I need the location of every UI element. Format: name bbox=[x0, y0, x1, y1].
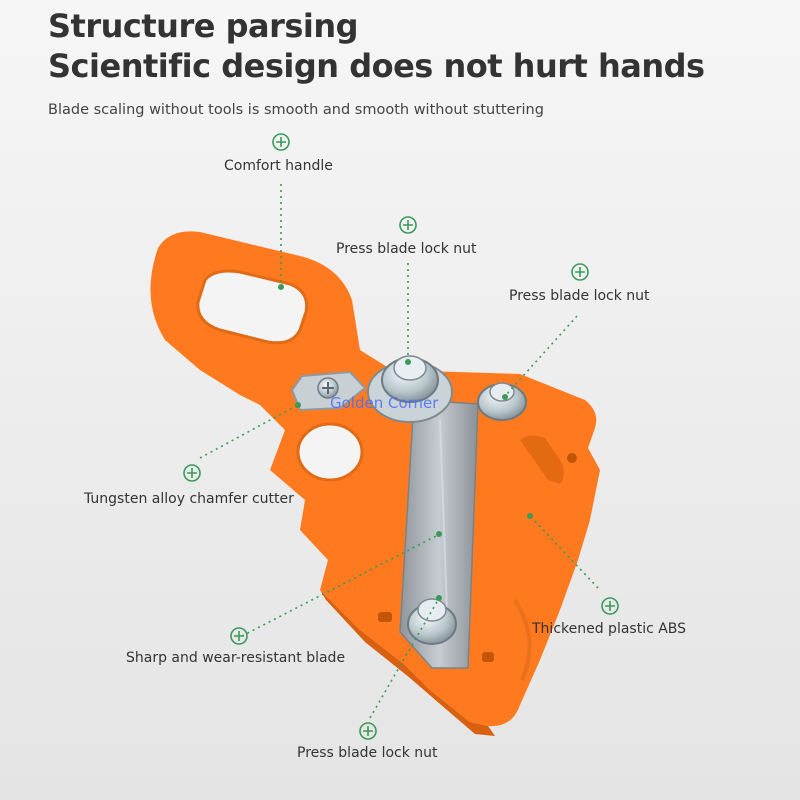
watermark: Golden Corner bbox=[330, 394, 439, 412]
label-chamfer-cutter: Tungsten alloy chamfer cutter bbox=[84, 491, 294, 507]
tool-body bbox=[150, 231, 600, 736]
lock-nut-right bbox=[477, 382, 527, 421]
label-lock-nut-top: Press blade lock nut bbox=[336, 241, 477, 257]
round-hole bbox=[296, 422, 364, 482]
callout-lines bbox=[199, 184, 599, 719]
circle-plus-icon bbox=[359, 722, 377, 740]
circle-plus-icon bbox=[183, 464, 201, 482]
label-lock-nut-bottom: Press blade lock nut bbox=[297, 745, 438, 761]
label-lock-nut-right: Press blade lock nut bbox=[509, 288, 650, 304]
label-abs: Thickened plastic ABS bbox=[532, 621, 687, 637]
lock-nut-bottom bbox=[407, 598, 457, 645]
label-blade: Sharp and wear-resistant blade bbox=[126, 650, 346, 666]
circle-plus-icon bbox=[601, 597, 619, 615]
chamfer-cutter bbox=[290, 370, 367, 412]
page-subtitle: Blade scaling without tools is smooth an… bbox=[48, 102, 544, 118]
circle-plus-icon bbox=[399, 216, 417, 234]
circle-plus-icon bbox=[230, 627, 248, 645]
circle-plus-icon bbox=[272, 133, 290, 151]
page-headline: Scientific design does not hurt hands bbox=[48, 47, 705, 85]
page-title: Structure parsing bbox=[48, 7, 359, 45]
circle-plus-icon bbox=[571, 263, 589, 281]
label-comfort-handle: Comfort handle bbox=[224, 158, 333, 174]
